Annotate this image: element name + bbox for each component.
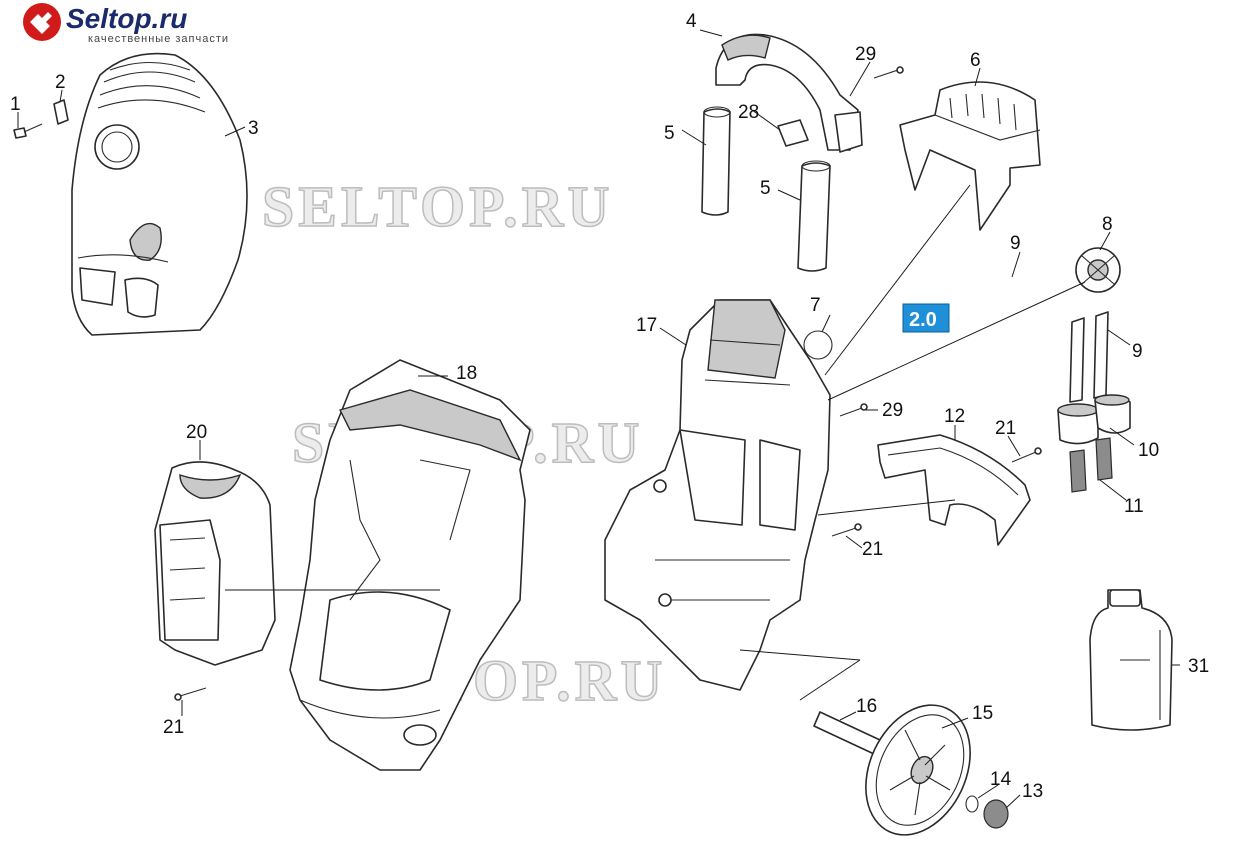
callout-number: 31 — [1188, 656, 1209, 677]
callout-number: 7 — [810, 295, 821, 316]
callout-number: 21 — [995, 418, 1016, 439]
part-filter — [1069, 437, 1113, 493]
callout-number: 12 — [944, 406, 965, 427]
callout-number: 28 — [738, 102, 759, 123]
part-frame — [604, 299, 831, 691]
part-hose — [1069, 311, 1109, 403]
assembly-reference-badge[interactable]: 2.0 — [902, 303, 950, 333]
callout-number: 9 — [1010, 233, 1021, 254]
callout-number: 5 — [760, 178, 771, 199]
part-connector — [1075, 247, 1121, 293]
callout-number: 3 — [248, 118, 259, 139]
part-wheel — [865, 704, 971, 836]
callout-number: 18 — [456, 363, 477, 384]
logo-tagline: качественные запчасти — [88, 33, 229, 45]
part-screw — [873, 66, 904, 79]
part-clip — [53, 99, 69, 125]
callout-number: 29 — [855, 44, 876, 65]
callout-number: 13 — [1022, 781, 1043, 802]
seltop-logo[interactable]: Seltop.ru качественные запчасти — [23, 3, 229, 45]
part-hub-cap — [983, 799, 1009, 829]
callout-number: 11 — [1124, 496, 1144, 517]
callout-number: 15 — [972, 703, 993, 724]
badge-label: 2.0 — [909, 309, 937, 331]
callout-number: 5 — [664, 123, 675, 144]
part-seal-ring — [803, 330, 833, 360]
callout-number: 20 — [186, 422, 207, 443]
part-holder — [899, 81, 1041, 231]
callout-number: 6 — [970, 50, 981, 71]
wrench-icon — [30, 12, 52, 34]
part-front-cover — [71, 52, 248, 336]
callout-number: 17 — [636, 315, 657, 336]
callout-numbers: 1 2 3 4 5 5 6 7 8 9 9 10 11 12 13 14 15 … — [10, 11, 1209, 802]
part-housing — [289, 359, 531, 771]
part-hose-holder — [877, 434, 1031, 546]
callout-number: 8 — [1102, 214, 1113, 235]
callout-number: 21 — [862, 539, 883, 560]
callout-number: 1 — [10, 94, 21, 115]
part-screw — [839, 403, 868, 417]
part-handle — [715, 33, 863, 153]
part-washer — [965, 795, 979, 813]
part-screw — [174, 687, 207, 701]
part-tube — [701, 106, 731, 216]
part-control-box — [154, 461, 276, 666]
part-screw — [1011, 447, 1042, 463]
callout-number: 2 — [55, 72, 66, 93]
part-cap — [1057, 394, 1131, 445]
part-latch — [777, 119, 809, 147]
callout-number: 29 — [882, 400, 903, 421]
part-axle — [813, 711, 881, 755]
watermark: SELTOP.RU — [262, 174, 613, 239]
part-screw — [831, 523, 862, 537]
part-screw — [13, 123, 43, 139]
badge-background — [902, 303, 950, 333]
part-tube — [797, 160, 831, 272]
logo-name: Seltop.ru — [66, 3, 187, 34]
callout-number: 9 — [1132, 341, 1143, 362]
leader-lines — [17, 29, 1180, 809]
callout-number: 16 — [856, 696, 877, 717]
callout-number: 14 — [990, 769, 1012, 790]
callout-number: 21 — [163, 717, 184, 738]
part-detergent-bottle — [1089, 589, 1173, 731]
callout-number: 10 — [1138, 440, 1159, 461]
part-hose — [956, 264, 1073, 320]
callout-number: 4 — [686, 11, 697, 32]
